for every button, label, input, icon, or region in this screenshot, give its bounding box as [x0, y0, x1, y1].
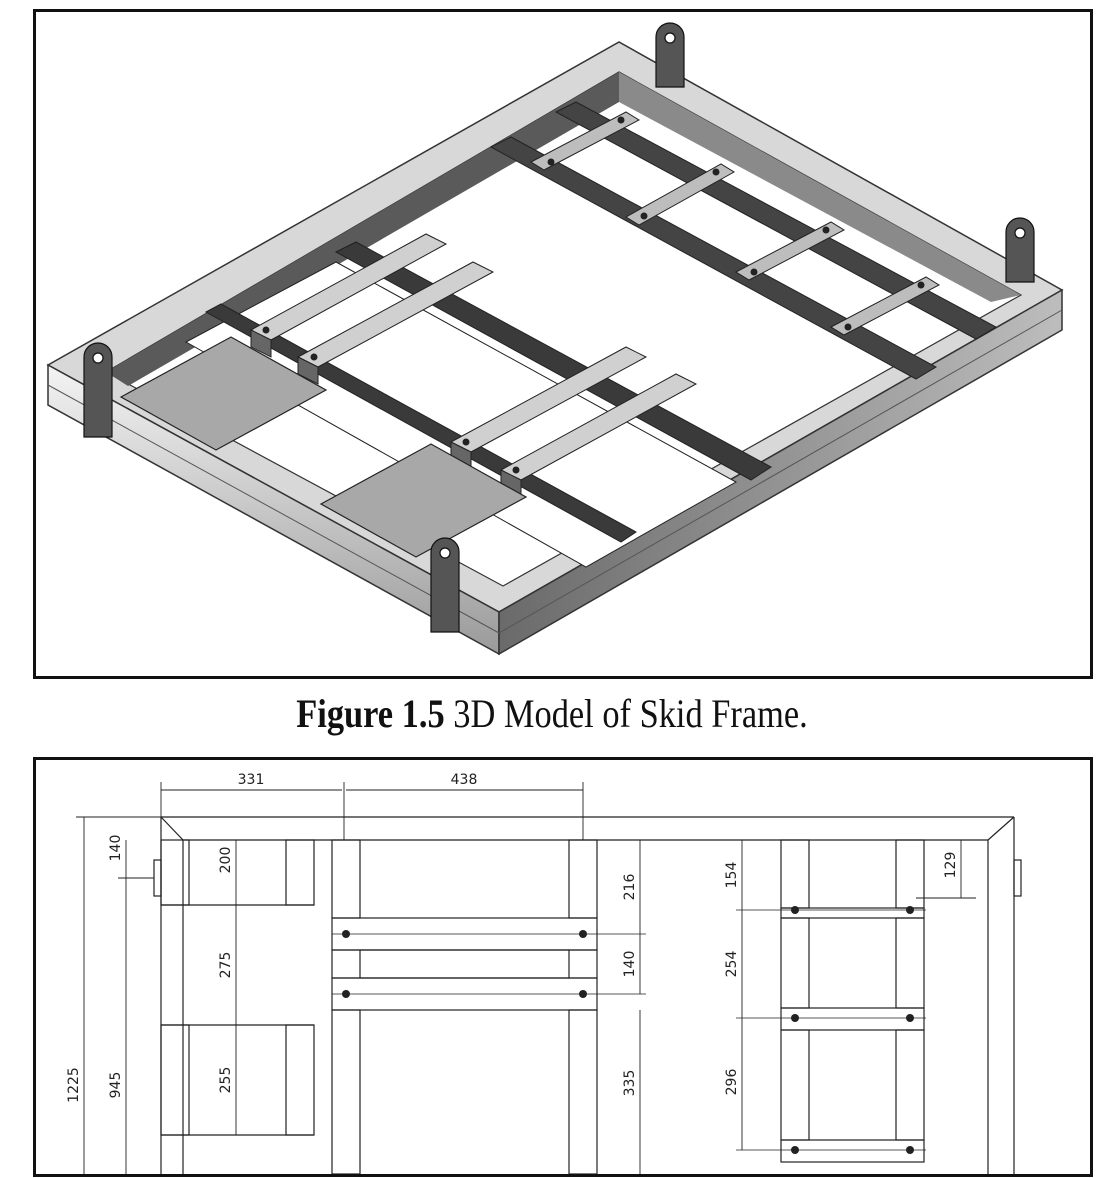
dim-200: 200 — [218, 847, 234, 874]
skid-frame-3d-model — [46, 22, 1064, 656]
dim-140-left: 140 — [108, 835, 124, 862]
cross-beams — [184, 101, 998, 568]
dim-129: 129 — [943, 852, 959, 879]
dim-216: 216 — [622, 874, 638, 901]
figure-caption-text: 3D Model of Skid Frame. — [453, 691, 808, 736]
dim-140-middle: 140 — [622, 951, 638, 978]
dim-255: 255 — [218, 1067, 234, 1094]
lifting-lug — [655, 22, 685, 88]
lifting-lug — [83, 342, 113, 438]
rail-edge-line — [498, 309, 1063, 634]
dim-275: 275 — [218, 952, 234, 979]
figure-label: Figure 1.5 — [296, 691, 445, 736]
base-plate-right — [319, 443, 528, 558]
dim-335: 335 — [622, 1070, 638, 1097]
lifting-lug — [430, 537, 460, 633]
drawing-frame-outline — [153, 816, 1022, 1174]
figure-caption: Figure 1.5 3D Model of Skid Frame. — [77, 690, 1026, 737]
drawing-middle-module — [331, 839, 646, 1175]
rail-edge-line — [47, 384, 500, 634]
left-module-bars — [249, 233, 698, 498]
lifting-lug — [1005, 217, 1035, 283]
dim-945: 945 — [108, 1072, 124, 1099]
lifting-lugs — [83, 22, 1035, 633]
drawing-right-module — [736, 839, 926, 1163]
dimension-lines — [76, 782, 976, 1174]
skid-frame-3d-figure — [33, 9, 1093, 679]
dim-331: 331 — [238, 772, 265, 788]
dim-254: 254 — [724, 951, 740, 978]
dim-154: 154 — [724, 862, 740, 889]
right-module-straps — [529, 111, 941, 336]
base-plate-left — [119, 336, 328, 451]
drawing-left-module — [160, 839, 315, 1136]
dim-438: 438 — [451, 772, 478, 788]
skid-frame-2d-drawing: 331 438 1225 945 140 200 275 255 216 140… — [66, 772, 1022, 1175]
dim-1225: 1225 — [66, 1067, 82, 1103]
frame-inner-wall-back-left — [106, 72, 619, 386]
dim-296: 296 — [724, 1069, 740, 1096]
skid-frame-drawing-figure: 331 438 1225 945 140 200 275 255 216 140… — [33, 757, 1093, 1177]
frame-inner-wall-back-right — [619, 72, 1021, 302]
